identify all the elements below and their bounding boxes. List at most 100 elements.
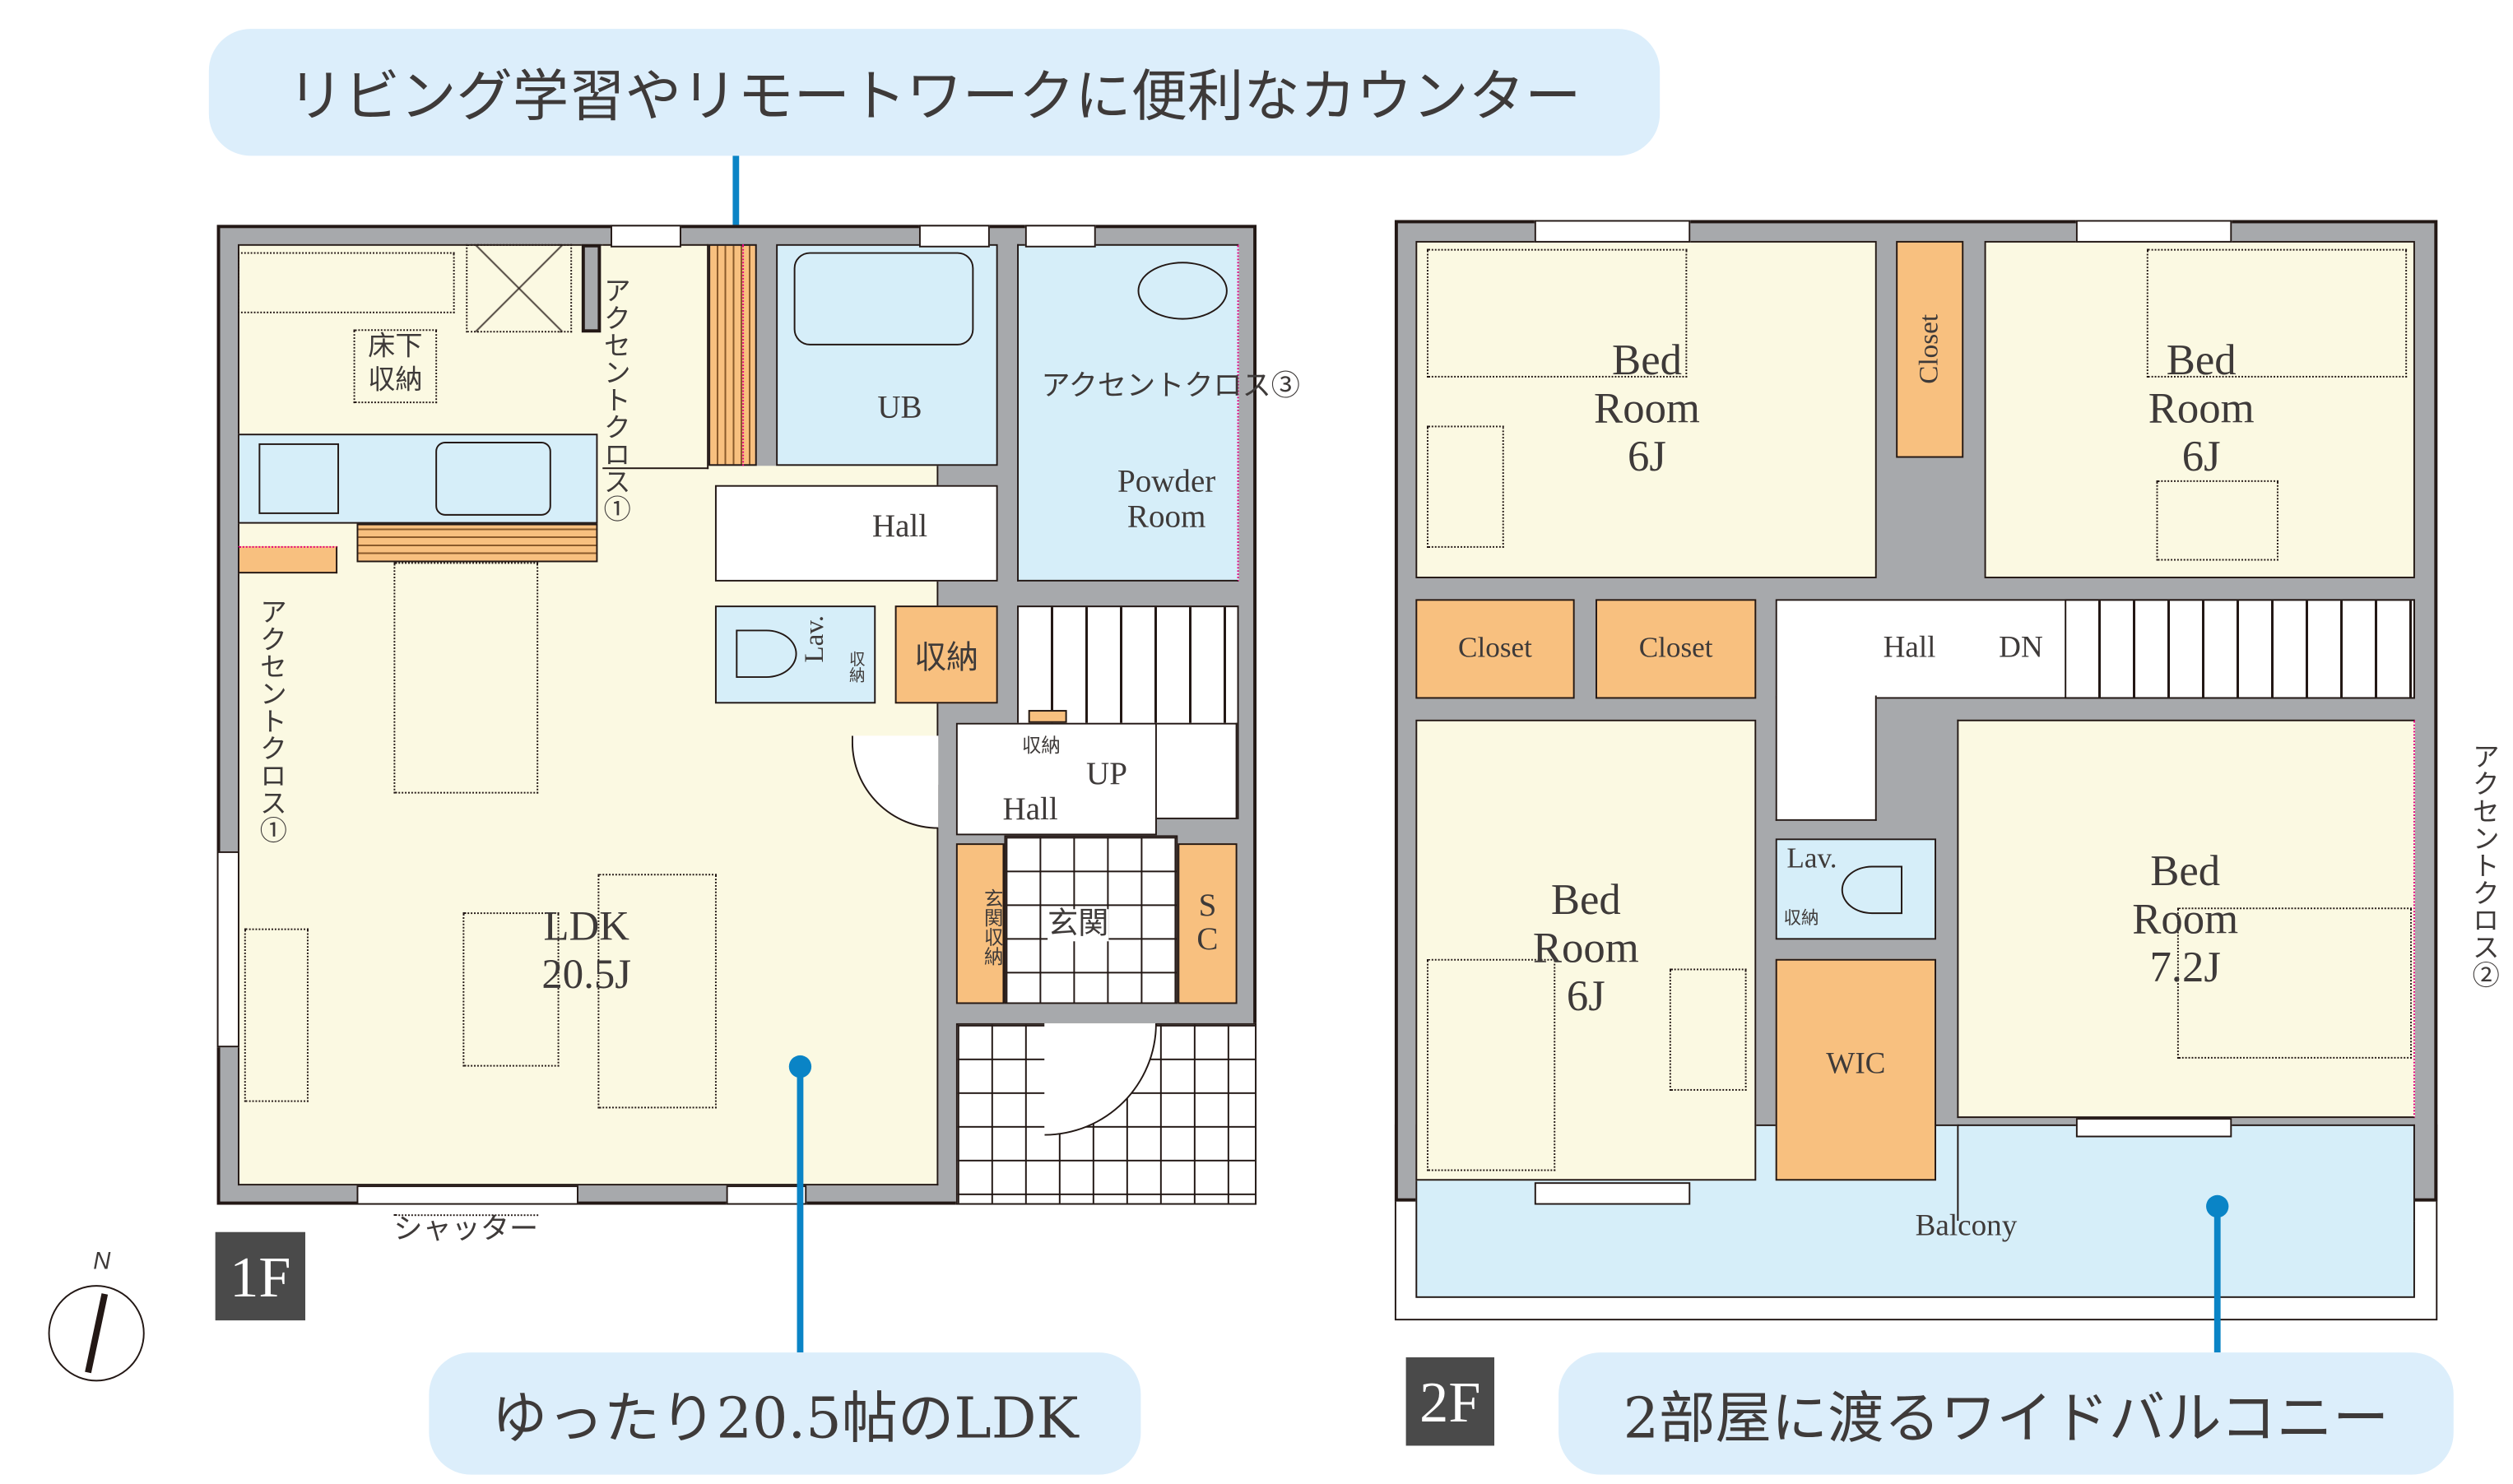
- floor2-label: 2F: [1405, 1357, 1495, 1446]
- closet: Closet: [1415, 599, 1575, 699]
- accent-cross-label: アクセントクロス①: [597, 276, 629, 522]
- staircase: [2065, 599, 2415, 699]
- up-label: UP: [1086, 756, 1127, 792]
- closet: Closet: [1596, 599, 1757, 699]
- hall-lower-ext: [1156, 722, 1238, 819]
- hall-2f-corridor: [1775, 695, 1877, 821]
- window: [611, 225, 681, 248]
- hall-storage-label: 収納: [1021, 734, 1061, 757]
- window: [356, 1185, 578, 1205]
- desk: [1426, 425, 1504, 548]
- balcony-upper: [1957, 1124, 2415, 1222]
- room-size: 7.2J: [2149, 943, 2221, 991]
- cupboard: [237, 252, 455, 313]
- shutter-label: シャッター: [393, 1213, 539, 1247]
- compass-needle: [85, 1293, 109, 1374]
- lav-label: Lav.: [798, 614, 829, 663]
- room-size: 6J: [1566, 972, 1605, 1020]
- desk: [1669, 968, 1747, 1091]
- bedroom-bottom-right: [1957, 719, 2415, 1119]
- powder-label: Room: [1126, 499, 1206, 536]
- room-size: 6J: [1628, 432, 1666, 480]
- toilet-icon: [1841, 865, 1902, 915]
- compass-icon: [48, 1285, 145, 1382]
- window: [1534, 1182, 1691, 1205]
- floor1-label: 1F: [215, 1231, 306, 1321]
- ldk-counter-zone: [602, 243, 709, 470]
- dining-table: [393, 562, 539, 794]
- balcony-label: Balcony: [1915, 1209, 2018, 1244]
- lav-label: Lav.: [1786, 842, 1837, 874]
- window: [1024, 225, 1096, 248]
- callout-balcony: 2部屋に渡るワイドバルコニー: [1558, 1352, 2454, 1475]
- unit-bath: [776, 243, 998, 466]
- callout-ldk: ゆったり20.5帖のLDK: [429, 1352, 1141, 1475]
- room-label: Room: [2148, 383, 2255, 433]
- shoe-closet: SC: [1178, 843, 1238, 1004]
- lav-storage-label: 収納: [845, 650, 863, 683]
- pointer-line: [797, 1066, 804, 1353]
- hall-label: Hall: [1002, 791, 1058, 828]
- hall-upper: [714, 485, 998, 582]
- closet-vertical: Closet: [1896, 240, 1964, 458]
- washbasin: [1137, 262, 1228, 320]
- bedroom-bottom-left: [1415, 719, 1757, 1181]
- room-label: Room: [1532, 923, 1639, 972]
- storage: 収納: [894, 605, 998, 704]
- powder-room: [1017, 243, 1239, 582]
- ldk-label: LDK: [543, 902, 629, 950]
- window: [216, 851, 239, 1048]
- desk: [2156, 480, 2278, 561]
- bedroom-top-right: [1984, 240, 2415, 578]
- hall-label: Hall: [1883, 631, 1936, 665]
- entrance-storage: 玄関収納: [955, 843, 1005, 1004]
- window: [918, 225, 990, 248]
- callout-counter: リビング学習やリモートワークに便利なカウンター: [208, 29, 1661, 156]
- hall-lower: [955, 722, 1157, 836]
- room-label: Bed: [1550, 875, 1621, 924]
- accent-cross-label: アクセントクロス①: [253, 597, 286, 844]
- pointer-line: [2213, 1206, 2221, 1353]
- bedroom-top-left: [1415, 240, 1877, 578]
- accent-cross-label: アクセントクロス②: [2465, 742, 2498, 988]
- kitchen-back-counter: [356, 523, 598, 563]
- room-label: Bed: [2166, 336, 2237, 384]
- kitchen-counter: [237, 434, 598, 524]
- ub-label: UB: [877, 390, 922, 426]
- toilet-icon: [736, 629, 797, 679]
- ldk-area: [237, 466, 939, 1186]
- dn-label: DN: [1999, 631, 2043, 665]
- room-label: Room: [1594, 383, 1700, 433]
- bed: [1426, 248, 1688, 378]
- toilet-room-2f: [1775, 838, 1937, 940]
- window: [2075, 1118, 2232, 1138]
- lav-storage-label: 収納: [1783, 909, 1819, 929]
- sofa: [597, 874, 717, 1109]
- bed: [2146, 248, 2408, 378]
- room-label: Room: [2132, 894, 2239, 944]
- window: [2075, 220, 2232, 243]
- bed: [2176, 907, 2413, 1059]
- study-counter: [708, 243, 757, 466]
- ldk-size: 20.5J: [541, 950, 632, 998]
- room-label: Bed: [1612, 336, 1682, 384]
- kitchen-shelf: [237, 545, 338, 574]
- bathtub: [793, 252, 974, 345]
- sink-icon: [435, 441, 551, 516]
- window: [1534, 220, 1691, 243]
- accent-cross-line: [742, 243, 745, 466]
- coffee-table: [462, 912, 560, 1067]
- powder-label: Powder: [1117, 464, 1216, 500]
- fridge-space: [466, 243, 573, 333]
- accent-cross-label: アクセントクロス③: [1041, 369, 1300, 404]
- hall-niche: [1028, 710, 1067, 723]
- toilet-room: [714, 605, 876, 704]
- hall-label: Hall: [871, 509, 928, 545]
- bed: [1426, 958, 1556, 1171]
- room-size: 6J: [2181, 432, 2221, 480]
- window: [726, 1185, 807, 1205]
- entrance-label: 玄関: [1047, 906, 1109, 942]
- north-label: N: [93, 1248, 111, 1276]
- stove-icon: [258, 443, 340, 514]
